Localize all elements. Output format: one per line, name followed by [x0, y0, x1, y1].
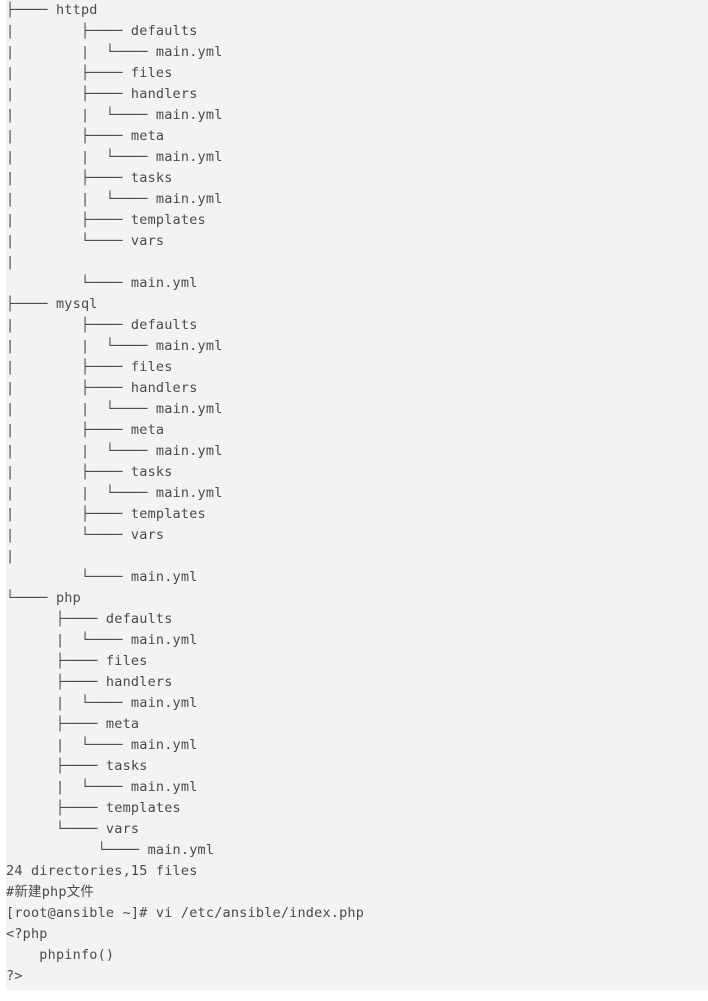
tree-line: | ├──── files [6, 65, 173, 81]
tree-line: | └──── main.yml [6, 737, 198, 753]
tree-line: ├──── files [6, 653, 148, 669]
tree-line: ├──── handlers [6, 674, 173, 690]
tree-line: | | └──── main.yml [6, 338, 223, 354]
tree-line: └──── php [6, 590, 81, 606]
tree-line: | ├──── meta [6, 128, 165, 144]
command-line: [root@ansible ~]# vi /etc/ansible/index.… [6, 905, 365, 921]
tree-line: | | └──── main.yml [6, 191, 223, 207]
tree-line: | └──── vars [6, 233, 165, 249]
tree-line: | [6, 548, 15, 564]
tree-line: | ├──── handlers [6, 380, 198, 396]
tree-line: ├──── templates [6, 800, 181, 816]
code-line: <?php [6, 926, 48, 942]
tree-line: | [6, 254, 15, 270]
tree-line: | ├──── tasks [6, 464, 173, 480]
tree-line: | ├──── meta [6, 422, 165, 438]
tree-line: ├──── httpd [6, 2, 98, 18]
tree-line: | | └──── main.yml [6, 485, 223, 501]
tree-line: └──── vars [6, 821, 140, 837]
tree-line: ├──── tasks [6, 758, 148, 774]
tree-line: | ├──── files [6, 359, 173, 375]
tree-line: | | └──── main.yml [6, 107, 223, 123]
tree-line: | └──── main.yml [6, 632, 198, 648]
tree-line: | └──── main.yml [6, 695, 198, 711]
tree-line: | ├──── tasks [6, 170, 173, 186]
tree-line: └──── main.yml [6, 569, 198, 585]
tree-line: | ├──── defaults [6, 23, 198, 39]
tree-line: └──── main.yml [6, 842, 215, 858]
tree-line: | └──── main.yml [6, 779, 198, 795]
tree-line: | ├──── handlers [6, 86, 198, 102]
tree-line: | └──── vars [6, 527, 165, 543]
tree-line: | | └──── main.yml [6, 401, 223, 417]
tree-line: ├──── defaults [6, 611, 173, 627]
code-line: ?> [6, 968, 23, 984]
tree-line: | ├──── templates [6, 506, 206, 522]
summary-line: 24 directories,15 files [6, 863, 198, 879]
tree-line: ├──── meta [6, 716, 140, 732]
tree-line: └──── main.yml [6, 275, 198, 291]
tree-line: | | └──── main.yml [6, 443, 223, 459]
tree-line: ├──── mysql [6, 296, 98, 312]
tree-line: | ├──── defaults [6, 317, 198, 333]
terminal-output: ├──── httpd | ├──── defaults | | └──── m… [6, 0, 708, 990]
comment-line: #新建php文件 [6, 884, 95, 900]
code-line: phpinfo() [6, 947, 115, 963]
tree-line: | | └──── main.yml [6, 44, 223, 60]
tree-line: | | └──── main.yml [6, 149, 223, 165]
tree-line: | ├──── templates [6, 212, 206, 228]
